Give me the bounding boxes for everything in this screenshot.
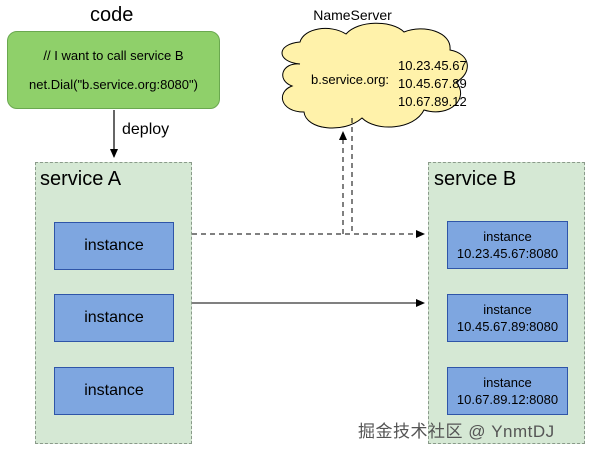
service-b-instance: instance 10.23.45.67:8080 <box>447 221 568 269</box>
watermark: 掘金技术社区 @ YnmtDJ <box>358 422 555 441</box>
nameserver-ip: 10.23.45.67 <box>398 58 467 73</box>
service-a-instance: instance <box>54 294 174 342</box>
instance-label: instance <box>483 302 532 317</box>
instance-address: 10.45.67.89:8080 <box>456 319 559 334</box>
nameserver-title: NameServer <box>313 7 392 23</box>
code-call: net.Dial("b.service.org:8080") <box>29 77 198 92</box>
instance-label: instance <box>483 229 532 244</box>
nameserver-ip: 10.67.89.12 <box>398 94 467 109</box>
deploy-label: deploy <box>122 121 170 138</box>
service-a-instance: instance <box>54 367 174 415</box>
service-b-instance: instance 10.67.89.12:8080 <box>447 367 568 415</box>
code-comment: // I want to call service B <box>43 48 184 63</box>
service-b-instance: instance 10.45.67.89:8080 <box>447 294 568 342</box>
service-b-title: service B <box>434 168 517 190</box>
code-title: code <box>90 4 134 26</box>
instance-address: 10.23.45.67:8080 <box>456 246 559 261</box>
code-box: // I want to call service B net.Dial("b.… <box>7 31 220 109</box>
nameserver-cloud <box>281 22 468 129</box>
instance-label: instance <box>483 375 532 390</box>
instance-address: 10.67.89.12:8080 <box>456 392 559 407</box>
nameserver-ip: 10.45.67.89 <box>398 76 467 91</box>
service-a-title: service A <box>40 168 122 190</box>
nameserver-domain: b.service.org: <box>311 72 390 87</box>
service-a-instance: instance <box>54 222 174 270</box>
